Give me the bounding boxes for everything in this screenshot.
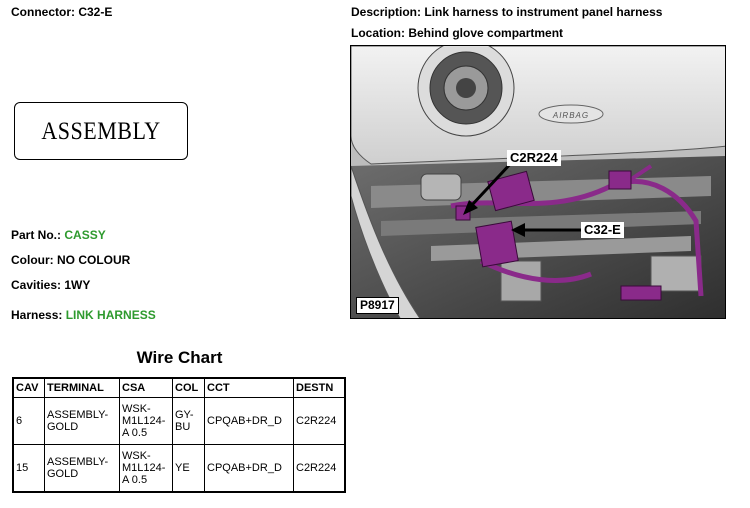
description-value: Link harness to instrument panel harness	[424, 5, 663, 19]
description-label: Description:	[351, 5, 422, 19]
header-cav: CAV	[12, 377, 45, 398]
header-destn: DESTN	[293, 377, 346, 398]
part-no-line: Part No.: CASSY	[11, 228, 106, 242]
connector-value: C32-E	[78, 5, 113, 19]
header-csa: CSA	[119, 377, 173, 398]
cell-terminal: ASSEMBLY-GOLD	[44, 397, 120, 445]
cavities-value: 1WY	[64, 278, 91, 292]
harness-label: Harness:	[11, 308, 63, 322]
connector-location-photo: AIRBAG C2R224 C32-E P8917	[350, 45, 726, 319]
cell-col: YE	[172, 444, 205, 493]
cell-cav: 15	[12, 444, 45, 493]
cell-csa: WSK-M1L124-A 0.5	[119, 397, 173, 445]
part-no-label: Part No.:	[11, 228, 62, 242]
cavities-line: Cavities: 1WY	[11, 278, 90, 292]
colour-value: NO COLOUR	[57, 253, 131, 267]
harness-line: Harness: LINK HARNESS	[11, 308, 156, 322]
wire-chart-table: CAV TERMINAL CSA COL CCT DESTN 6 ASSEMBL…	[12, 377, 346, 493]
dashboard-illustration: AIRBAG	[351, 46, 725, 318]
location-label: Location:	[351, 26, 405, 40]
cell-cct: CPQAB+DR_D	[204, 397, 294, 445]
cell-destn: C2R224	[293, 444, 346, 493]
header-cct: CCT	[204, 377, 294, 398]
cell-csa: WSK-M1L124-A 0.5	[119, 444, 173, 493]
callout-c2r224: C2R224	[507, 150, 561, 166]
header-col: COL	[172, 377, 205, 398]
table-row: 15 ASSEMBLY-GOLD WSK-M1L124-A 0.5 YE CPQ…	[12, 444, 346, 493]
table-row: 6 ASSEMBLY-GOLD WSK-M1L124-A 0.5 GY-BU C…	[12, 397, 346, 445]
cell-cav: 6	[12, 397, 45, 445]
cavities-label: Cavities:	[11, 278, 62, 292]
assembly-text: ASSEMBLY	[41, 116, 161, 145]
colour-label: Colour:	[11, 253, 54, 267]
connector-line: Connector: C32-E	[11, 5, 112, 19]
header-terminal: TERMINAL	[44, 377, 120, 398]
wire-chart-title: Wire Chart	[136, 348, 223, 367]
photo-code: P8917	[356, 297, 399, 314]
connector-label: Connector:	[11, 5, 75, 19]
harness-value: LINK HARNESS	[65, 308, 156, 322]
airbag-text: AIRBAG	[552, 111, 589, 120]
cell-col: GY-BU	[172, 397, 205, 445]
cell-terminal: ASSEMBLY-GOLD	[44, 444, 120, 493]
table-header-row: CAV TERMINAL CSA COL CCT DESTN	[12, 377, 346, 398]
description-line: Description: Link harness to instrument …	[351, 5, 662, 19]
cell-cct: CPQAB+DR_D	[204, 444, 294, 493]
colour-line: Colour: NO COLOUR	[11, 253, 130, 267]
part-no-value: CASSY	[64, 228, 106, 242]
assembly-box: ASSEMBLY	[14, 102, 188, 160]
callout-c32-e: C32-E	[581, 222, 624, 238]
location-value: Behind glove compartment	[408, 26, 564, 40]
cell-destn: C2R224	[293, 397, 346, 445]
location-line: Location: Behind glove compartment	[351, 26, 563, 40]
